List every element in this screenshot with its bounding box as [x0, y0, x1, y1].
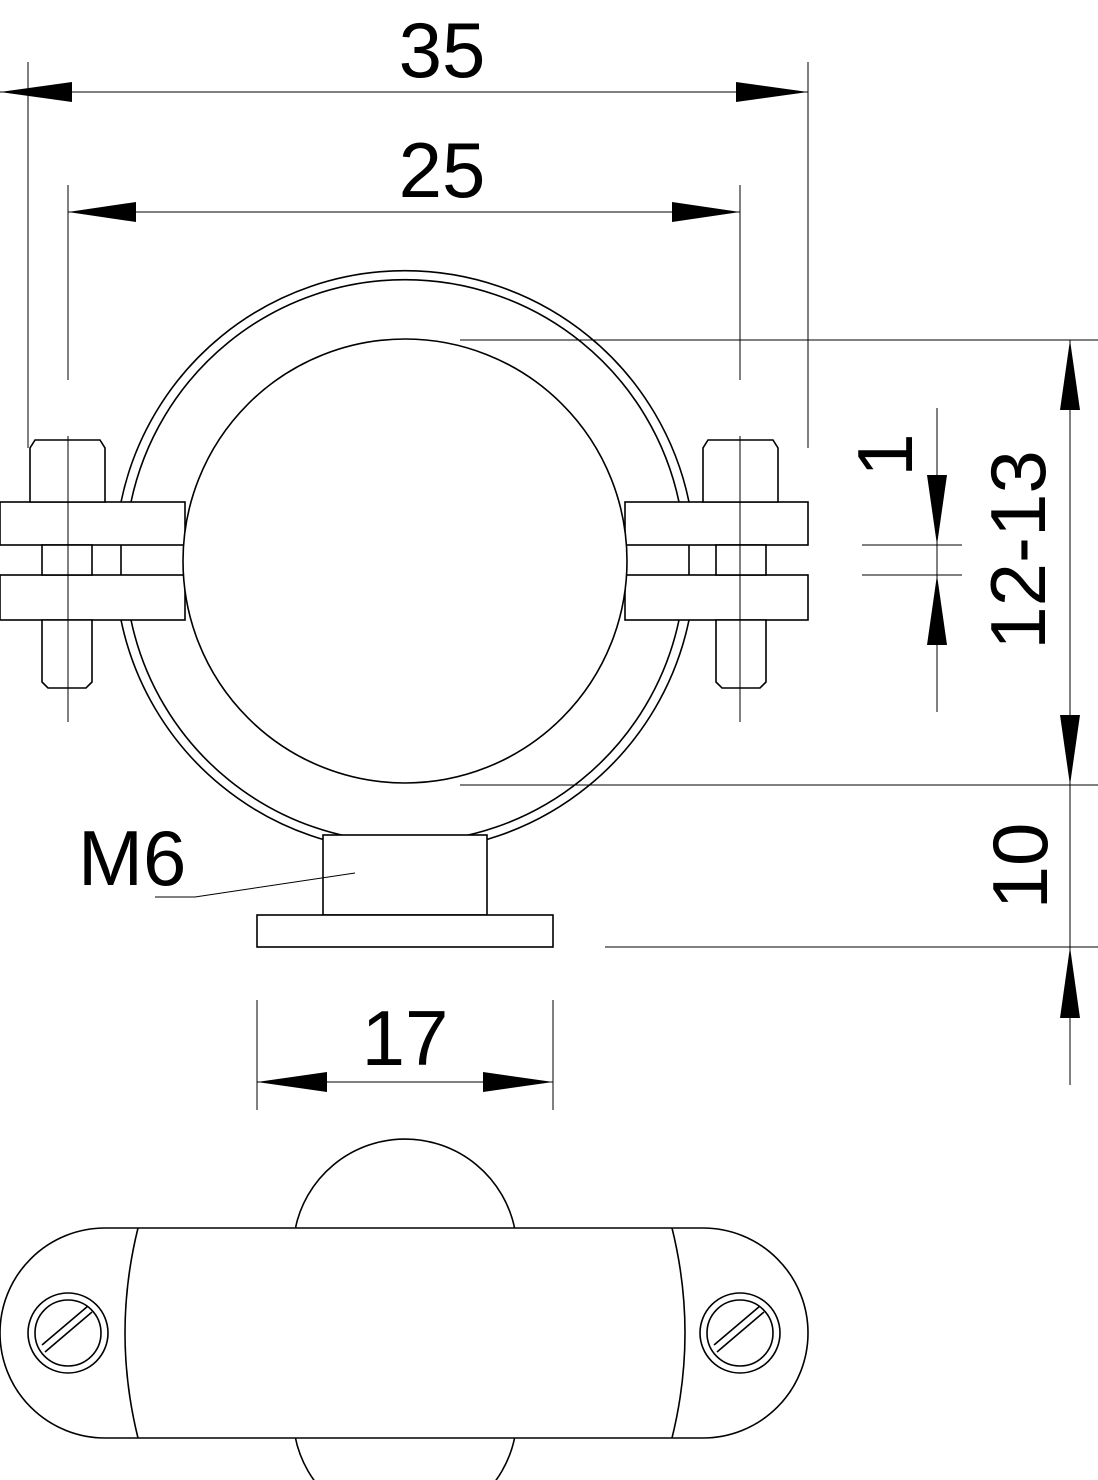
dimension-overall-width: 35 — [0, 6, 809, 448]
thread-callout: M6 — [78, 814, 356, 902]
dimension-foot-width: 17 — [256, 994, 554, 1110]
dimension-screw-spacing: 25 — [67, 126, 741, 380]
label-17: 17 — [362, 994, 449, 1082]
clamp-top-view — [0, 1138, 809, 1480]
label-12-13: 12-13 — [974, 450, 1062, 650]
label-25: 25 — [399, 126, 486, 214]
dimension-gap: 1 — [841, 408, 962, 712]
label-10: 10 — [976, 823, 1064, 910]
label-35: 35 — [399, 6, 486, 94]
clamp-front-view — [0, 269, 809, 948]
dimension-height: 12-13 10 — [460, 339, 1098, 1085]
label-m6: M6 — [78, 814, 186, 902]
label-1: 1 — [841, 433, 929, 476]
